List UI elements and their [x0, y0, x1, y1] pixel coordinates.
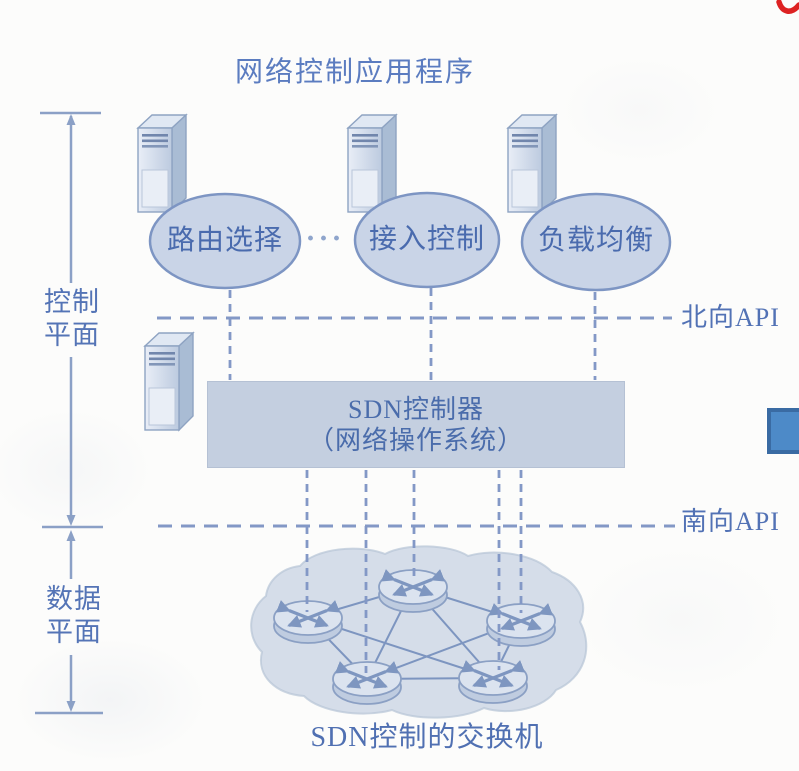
app-ellipse-routing [148, 192, 302, 290]
packet-switch-icon [274, 601, 342, 643]
control-plane-line2: 平面 [44, 320, 100, 350]
figure-title: 网络控制应用程序 [234, 57, 475, 88]
control-plane-line1: 控制 [44, 287, 100, 317]
apps-ellipsis: ··· [305, 222, 345, 255]
app-ellipse-load-balance [520, 192, 672, 292]
controller-title: SDN控制器 [347, 394, 484, 424]
blue-annotation-rect [767, 408, 799, 454]
arrow-down-icon [66, 701, 76, 712]
northbound-api-label: 北向API [681, 303, 780, 332]
server-tower-icon [137, 114, 187, 213]
app-ellipse-access-control [353, 191, 501, 289]
controller-subtitle: （网络操作系统） [307, 425, 524, 455]
southbound-api-label: 南向API [681, 507, 780, 536]
plane-span-dimension-bracket [35, 111, 103, 715]
arrow-down-icon [66, 515, 76, 526]
red-pen-stroke [776, 0, 799, 14]
arrow-up-icon [66, 114, 76, 125]
arrow-up-icon [66, 530, 76, 541]
app-label-routing: 路由选择 [166, 225, 283, 256]
server-tower-icon [144, 332, 194, 431]
app-label-load-balance: 负载均衡 [537, 225, 654, 256]
app-label-access-control: 接入控制 [368, 224, 485, 255]
switches-caption: SDN控制的交换机 [310, 722, 544, 753]
packet-switch-icon [459, 661, 527, 703]
server-tower-icon [507, 114, 557, 213]
controller-to-switch-dashed-links [305, 470, 523, 673]
data-plane-label: 数据平面 [39, 583, 109, 649]
app-to-controller-dashed-links [228, 288, 597, 380]
sdn-controller-box: SDN控制器 （网络操作系统） [207, 381, 625, 468]
data-plane-line1: 数据 [46, 584, 102, 614]
control-plane-label: 控制平面 [37, 286, 107, 352]
data-plane-line2: 平面 [46, 617, 102, 647]
packet-switch-icon [379, 570, 447, 612]
server-tower-icon [347, 114, 397, 213]
